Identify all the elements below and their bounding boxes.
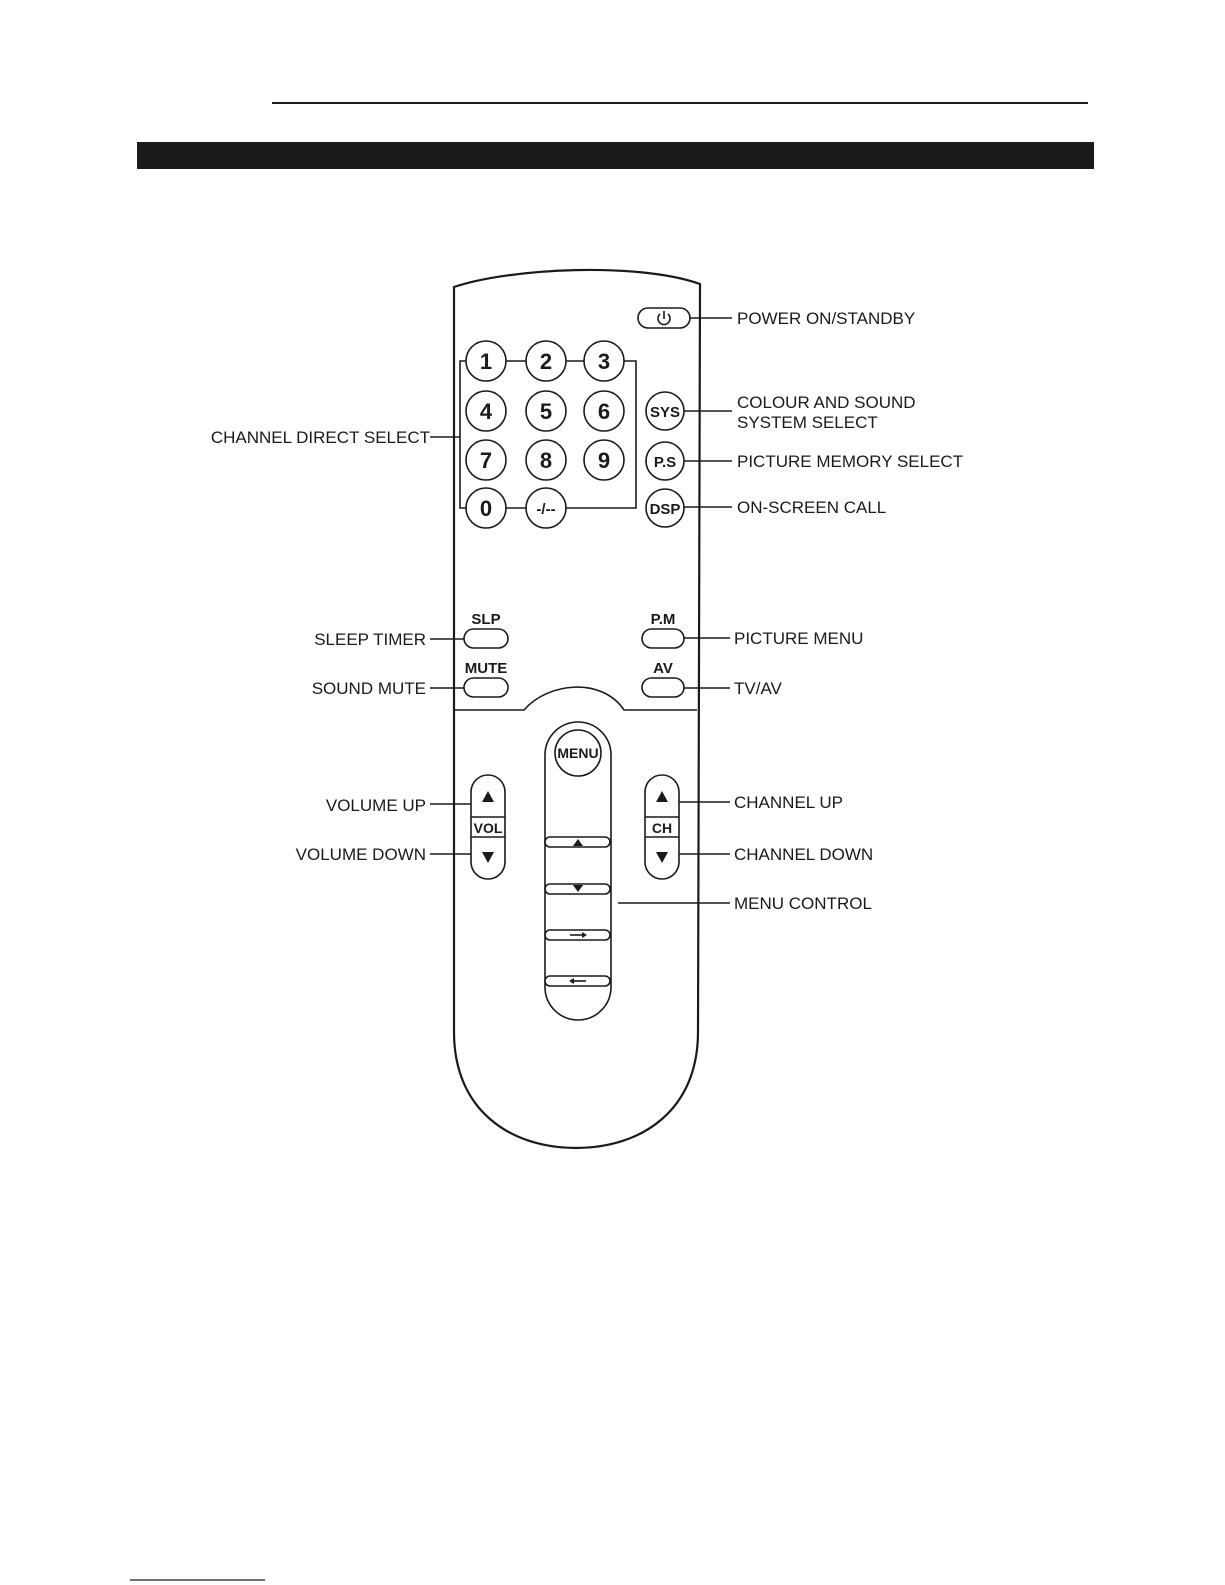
section-title-bar: [137, 142, 1094, 169]
menu-button[interactable]: MENU: [555, 730, 601, 776]
mute-button[interactable]: [464, 678, 508, 697]
dash-key-label: -/--: [536, 501, 555, 518]
label-tv-av: TV/AV: [734, 679, 783, 698]
digit-key-3[interactable]: 3: [584, 341, 624, 381]
menu-left-button[interactable]: [545, 976, 610, 986]
slp-button[interactable]: [464, 629, 508, 648]
label-channel-direct-select: CHANNEL DIRECT SELECT: [211, 428, 430, 447]
digit-label: 8: [540, 448, 552, 473]
digit-label: 4: [480, 399, 493, 424]
ps-button[interactable]: P.S: [646, 442, 684, 480]
digit-key-0[interactable]: 0: [466, 488, 506, 528]
label-channel-up: CHANNEL UP: [734, 793, 843, 812]
slp-label: SLP: [471, 611, 500, 628]
pm-label: P.M: [651, 611, 676, 628]
menu-right-button[interactable]: [545, 930, 610, 940]
label-picture-menu: PICTURE MENU: [734, 629, 863, 648]
label-on-screen-call: ON-SCREEN CALL: [737, 498, 886, 517]
digit-label: 2: [540, 349, 552, 374]
dsp-button[interactable]: DSP: [646, 489, 684, 527]
power-button[interactable]: [638, 308, 690, 328]
dsp-label: DSP: [650, 501, 681, 518]
label-channel-down: CHANNEL DOWN: [734, 845, 873, 864]
digit-key-2[interactable]: 2: [526, 341, 566, 381]
digit-key-5[interactable]: 5: [526, 391, 566, 431]
digit-label: 7: [480, 448, 492, 473]
pm-button[interactable]: [642, 629, 684, 648]
digit-label: 9: [598, 448, 610, 473]
digit-label: 6: [598, 399, 610, 424]
digit-label: 0: [480, 496, 492, 521]
label-colour-sound-line1: COLOUR AND SOUND: [737, 393, 916, 412]
digit-key-8[interactable]: 8: [526, 440, 566, 480]
digit-key-4[interactable]: 4: [466, 391, 506, 431]
menu-up-button[interactable]: [545, 837, 610, 847]
ch-label: CH: [652, 820, 672, 836]
label-power-on-standby: POWER ON/STANDBY: [737, 309, 915, 328]
volume-rocker: VOL: [471, 775, 505, 879]
digit-key-9[interactable]: 9: [584, 440, 624, 480]
label-menu-control: MENU CONTROL: [734, 894, 872, 913]
menu-down-button[interactable]: [545, 884, 610, 894]
digit-key-6[interactable]: 6: [584, 391, 624, 431]
mute-label: MUTE: [465, 660, 508, 677]
digit-key-7[interactable]: 7: [466, 440, 506, 480]
sys-button[interactable]: SYS: [646, 392, 684, 430]
digit-label: 3: [598, 349, 610, 374]
vol-label: VOL: [474, 820, 503, 836]
label-volume-up: VOLUME UP: [326, 796, 426, 815]
menu-label: MENU: [557, 745, 598, 761]
dash-key[interactable]: -/--: [526, 488, 566, 528]
digit-label: 5: [540, 399, 552, 424]
label-sleep-timer: SLEEP TIMER: [314, 630, 426, 649]
label-sound-mute: SOUND MUTE: [312, 679, 426, 698]
label-colour-sound-line2: SYSTEM SELECT: [737, 413, 878, 432]
channel-rocker: CH: [645, 775, 679, 879]
sys-label: SYS: [650, 404, 680, 421]
digit-label: 1: [480, 349, 492, 374]
label-volume-down: VOLUME DOWN: [296, 845, 426, 864]
label-picture-memory-select: PICTURE MEMORY SELECT: [737, 452, 963, 471]
av-label: AV: [653, 660, 673, 677]
digit-key-1[interactable]: 1: [466, 341, 506, 381]
av-button[interactable]: [642, 678, 684, 697]
ps-label: P.S: [654, 454, 676, 471]
